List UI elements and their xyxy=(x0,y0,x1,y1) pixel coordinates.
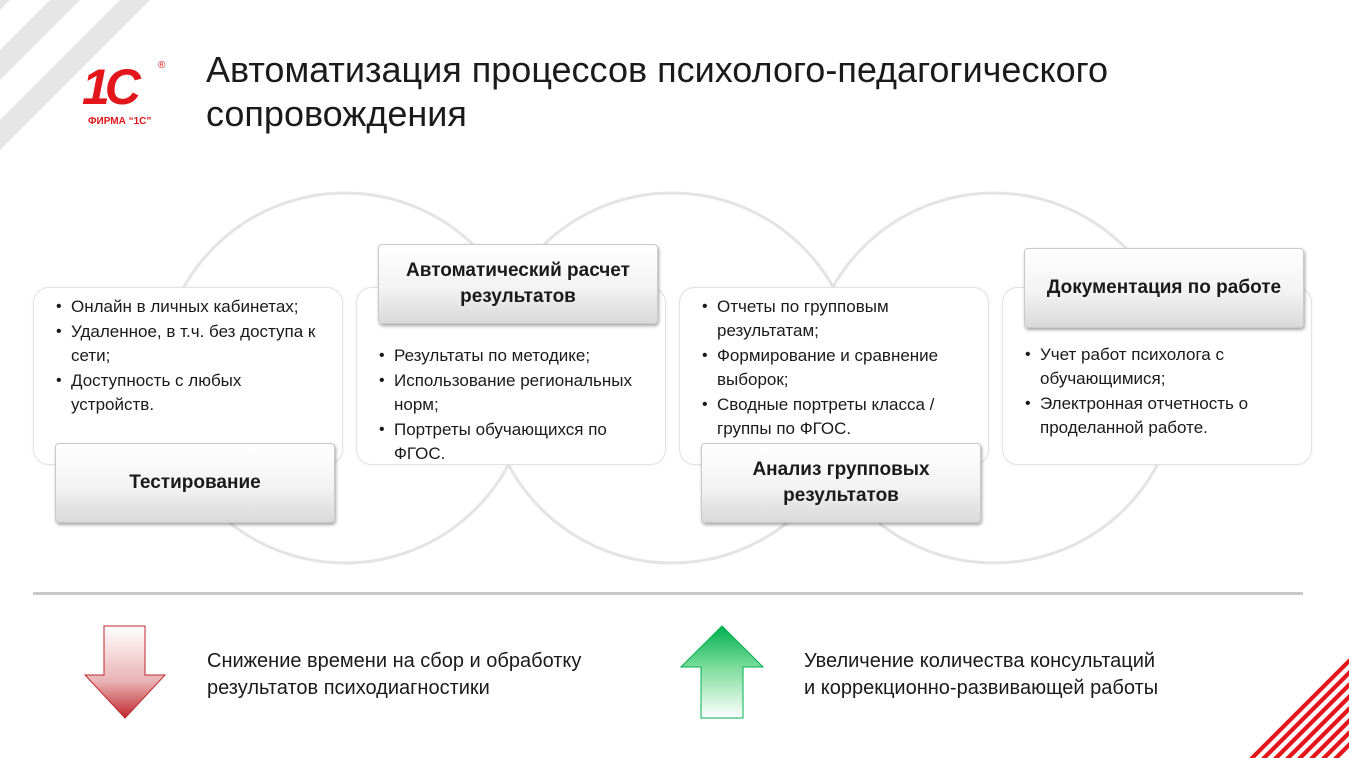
corner-stripes-top-left xyxy=(0,0,200,200)
stage-label-testing: Тестирование xyxy=(55,443,335,523)
bullet-item: Сводные портреты класса / группы по ФГОС… xyxy=(702,393,968,441)
bullet-item: Результаты по методике; xyxy=(379,344,645,368)
stage-card-testing: Онлайн в личных кабинетах; Удаленное, в … xyxy=(33,287,343,465)
logo-mark: 1С xyxy=(82,59,141,115)
bullet-item: Учет работ психолога с обучающимися; xyxy=(1025,343,1291,391)
bullet-item: Использование региональных норм; xyxy=(379,369,645,417)
outcome-decrease-text: Снижение времени на сбор и обработку рез… xyxy=(207,650,582,699)
company-logo: 1С ® ФИРМА “1С” xyxy=(80,58,172,130)
section-divider xyxy=(33,592,1303,595)
stage-label-calculation: Автоматический расчет результатов xyxy=(378,244,658,324)
stage-label-group-analysis: Анализ групповых результатов xyxy=(701,443,981,523)
bullet-item: Электронная отчетность о проделанной раб… xyxy=(1025,392,1291,440)
page-title: Автоматизация процессов психолого-педаго… xyxy=(206,49,1108,134)
bullet-item: Удаленное, в т.ч. без доступа к сети; xyxy=(56,320,322,368)
logo-caption: ФИРМА “1С” xyxy=(88,116,152,127)
outcome-increase-text: Увеличение количества консультаций и кор… xyxy=(804,650,1159,699)
bullet-item: Формирование и сравнение выборок; xyxy=(702,344,968,392)
bullet-item: Отчеты по групповым результатам; xyxy=(702,295,968,343)
arrow-up-icon xyxy=(680,625,764,719)
logo-registered: ® xyxy=(158,60,166,71)
bullet-item: Портреты обучающихся по ФГОС. xyxy=(379,418,645,466)
arrow-down-icon xyxy=(84,625,166,719)
corner-stripes-bottom-right xyxy=(1249,658,1349,758)
stage-label-documentation: Документация по работе xyxy=(1024,248,1304,328)
bullet-item: Доступность с любых устройств. xyxy=(56,369,322,417)
bullet-item: Онлайн в личных кабинетах; xyxy=(56,295,322,319)
stage-card-group-analysis: Отчеты по групповым результатам; Формиро… xyxy=(679,287,989,465)
